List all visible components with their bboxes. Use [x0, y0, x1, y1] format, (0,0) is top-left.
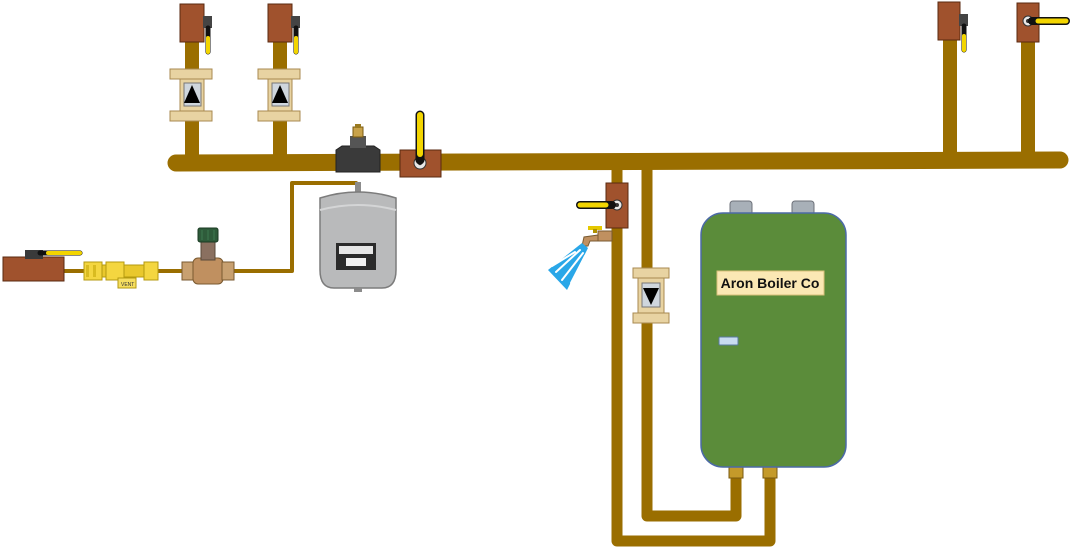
header-ball-valve[interactable] [399, 110, 442, 178]
water-spray [548, 243, 588, 290]
flow-up-arrow-icon [272, 85, 288, 103]
drain-valve[interactable] [576, 182, 629, 229]
zone3-isolation-valve[interactable] [937, 1, 968, 53]
drain-spigot[interactable] [581, 226, 613, 247]
air-separator[interactable] [335, 124, 381, 173]
zone1-flow-check[interactable] [169, 68, 213, 122]
zone2-flow-check[interactable] [257, 68, 301, 122]
flow-up-arrow-icon [184, 85, 200, 103]
cold-water-feed-pipe [58, 181, 358, 273]
return-pipe-inner [641, 157, 742, 522]
cold-water-supply-valve[interactable] [2, 250, 83, 282]
backflow-preventer[interactable]: VENT [83, 261, 159, 289]
flow-down-arrow-icon [643, 288, 659, 305]
expansion-tank-icon [319, 191, 397, 289]
boiler-label-plate [716, 270, 825, 296]
spray-streaks [551, 249, 586, 284]
zone1-isolation-valve[interactable] [179, 3, 212, 55]
boiler[interactable]: Aron Boiler Co [700, 200, 847, 479]
expansion-tank[interactable] [319, 182, 397, 292]
return-pipe-outer [611, 157, 776, 547]
boiler-return-flow-check[interactable] [632, 267, 670, 324]
drain-spigot-icon [581, 234, 599, 247]
boiler-label: Aron Boiler Co [721, 275, 820, 291]
zone2-isolation-valve[interactable] [267, 3, 300, 55]
pressure-reducing-valve[interactable] [181, 227, 235, 285]
boiler-indicator-light [718, 336, 739, 346]
vent-label: VENT [121, 282, 134, 288]
water-spray-icon [548, 243, 588, 290]
zone4-ball-valve[interactable] [1016, 2, 1070, 43]
piping [58, 23, 1069, 547]
